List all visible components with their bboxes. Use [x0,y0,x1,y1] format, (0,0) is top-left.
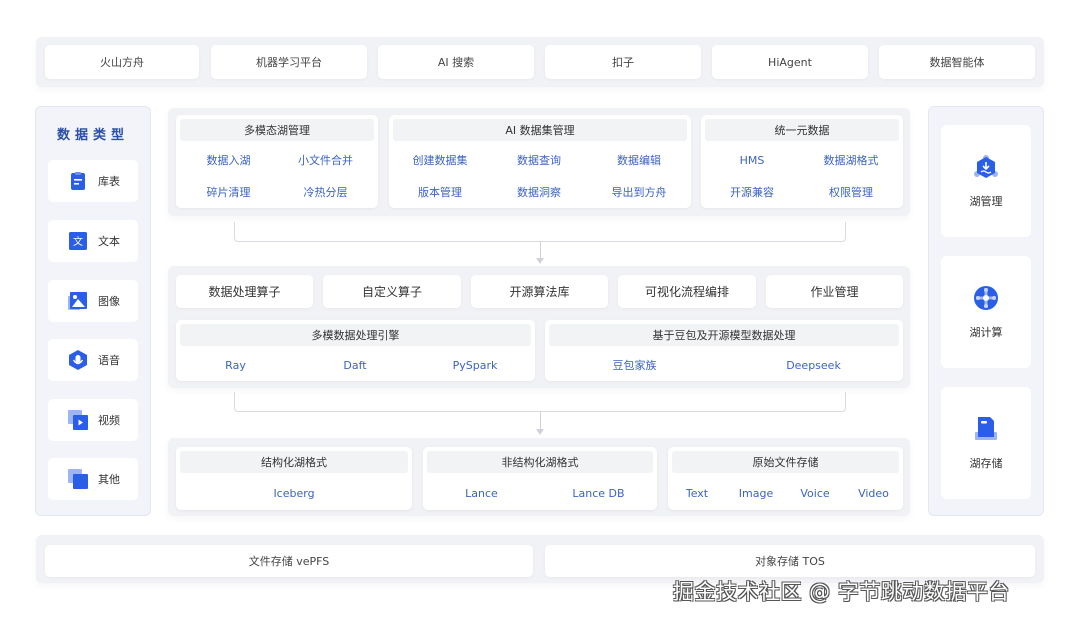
unstructured-lake-format-group: 非结构化湖格式 Lance Lance DB [423,447,657,510]
table-doc-icon [68,171,88,191]
feature-small-file-merge[interactable]: 小文件合并 [298,154,353,167]
data-type-voice[interactable]: 语音 [48,339,138,381]
group-title: 多模数据处理引擎 [180,324,531,346]
text-icon: 文 [68,231,88,251]
feature-permission-management[interactable]: 权限管理 [829,186,873,199]
connector-line [234,392,846,412]
lake-storage-label: 湖存储 [969,456,1003,470]
ai-dataset-management-group: AI 数据集管理 创建数据集 数据查询 数据编辑 版本管理 数据洞察 导出到方舟 [389,115,691,208]
data-type-label: 语音 [98,354,120,367]
data-type-image[interactable]: 图像 [48,280,138,322]
app-card-data-agent[interactable]: 数据智能体 [879,45,1035,79]
group-title: 基于豆包及开源模型数据处理 [549,324,899,346]
lake-management-label: 湖管理 [969,194,1003,208]
data-types-panel: 数据类型 库表 文 文本 图像 语音 视频 其他 [35,106,151,516]
data-type-label: 其他 [98,473,120,486]
data-type-label: 图像 [98,295,120,308]
engine-pyspark[interactable]: PySpark [452,358,498,372]
engine-daft[interactable]: Daft [343,358,367,372]
group-title: 多模态湖管理 [180,119,374,141]
group-title: AI 数据集管理 [393,119,687,141]
unified-metadata-group: 统一元数据 HMS 数据湖格式 开源兼容 权限管理 [701,115,903,208]
multimodal-lake-management-group: 多模态湖管理 数据入湖 小文件合并 碎片清理 冷热分层 [176,115,378,208]
format-lance[interactable]: Lance [465,486,498,500]
group-title: 统一元数据 [705,119,899,141]
feature-data-edit[interactable]: 数据编辑 [617,154,661,167]
lake-compute-card[interactable]: 湖计算 [941,256,1031,368]
model-processing-group: 基于豆包及开源模型数据处理 豆包家族 Deepseek [545,320,903,381]
feature-version-management[interactable]: 版本管理 [418,186,462,199]
multimodal-engine-group: 多模数据处理引擎 Ray Daft PySpark [176,320,535,381]
lake-compute-icon [973,285,999,314]
lake-management-icon [973,154,999,183]
group-title: 结构化湖格式 [180,451,408,473]
storage-vepfs[interactable]: 文件存储 vePFS [45,545,533,577]
group-title: 非结构化湖格式 [427,451,653,473]
image-icon [68,291,88,311]
arrow-down-icon [536,258,544,264]
connector-arrow-line [540,412,541,430]
lake-storage-icon [973,416,999,445]
feature-data-query[interactable]: 数据查询 [517,154,561,167]
format-lance-db[interactable]: Lance DB [572,486,625,500]
storage-tos[interactable]: 对象存储 TOS [545,545,1035,577]
tool-custom-operators[interactable]: 自定义算子 [323,275,461,308]
lake-capabilities-panel: 湖管理 湖计算 湖存储 [928,106,1044,516]
feature-export-to-fangzhou[interactable]: 导出到方舟 [611,186,667,199]
app-card-ai-search[interactable]: AI 搜索 [378,45,534,79]
lake-storage-card[interactable]: 湖存储 [941,387,1031,499]
model-deepseek[interactable]: Deepseek [786,358,841,372]
tool-data-operators[interactable]: 数据处理算子 [176,275,313,308]
data-type-label: 库表 [98,175,120,188]
lake-management-card[interactable]: 湖管理 [941,125,1031,237]
app-card-hiagent[interactable]: HiAgent [712,45,868,79]
feature-fragment-cleanup[interactable]: 碎片清理 [206,186,251,199]
voice-icon [68,350,88,370]
feature-create-dataset[interactable]: 创建数据集 [412,154,468,167]
feature-lake-format[interactable]: 数据湖格式 [823,154,879,167]
svg-text:文: 文 [73,235,83,248]
feature-data-ingest[interactable]: 数据入湖 [206,154,251,167]
arrow-down-icon [536,429,544,435]
group-title: 原始文件存储 [672,451,899,473]
data-type-text[interactable]: 文 文本 [48,220,138,262]
data-type-other[interactable]: 其他 [48,458,138,500]
feature-hms[interactable]: HMS [739,153,765,167]
other-icon [68,469,88,489]
raw-image[interactable]: Image [738,486,774,500]
data-type-table[interactable]: 库表 [48,160,138,202]
lake-compute-label: 湖计算 [969,325,1003,339]
connector-line [234,222,846,242]
app-card-huoshan-fangzhou[interactable]: 火山方舟 [45,45,199,79]
watermark: 掘金技术社区 @ 字节跳动数据平台 [673,580,1010,604]
model-doubao-family[interactable]: 豆包家族 [612,359,657,372]
tool-open-source-algorithms[interactable]: 开源算法库 [471,275,608,308]
feature-open-source-compat[interactable]: 开源兼容 [730,186,774,199]
app-card-ml-platform[interactable]: 机器学习平台 [211,45,367,79]
data-type-label: 视频 [98,414,120,427]
app-card-kouzi[interactable]: 扣子 [545,45,701,79]
format-iceberg[interactable]: Iceberg [273,486,315,500]
connector-arrow-line [540,242,541,259]
feature-data-insight[interactable]: 数据洞察 [517,186,561,199]
data-type-label: 文本 [98,235,120,248]
tool-visual-workflow[interactable]: 可视化流程编排 [618,275,756,308]
tool-job-management[interactable]: 作业管理 [766,275,903,308]
raw-video[interactable]: Video [858,486,889,500]
data-types-title: 数据类型 [56,128,129,143]
video-icon [68,410,88,430]
raw-file-storage-group: 原始文件存储 Text Image Voice Video [668,447,903,510]
raw-text[interactable]: Text [685,486,709,500]
application-layer [36,37,1044,87]
structured-lake-format-group: 结构化湖格式 Iceberg [176,447,412,510]
raw-voice[interactable]: Voice [800,486,830,500]
feature-hot-cold-tiering[interactable]: 冷热分层 [303,186,348,199]
data-type-video[interactable]: 视频 [48,399,138,441]
engine-ray[interactable]: Ray [225,358,246,372]
